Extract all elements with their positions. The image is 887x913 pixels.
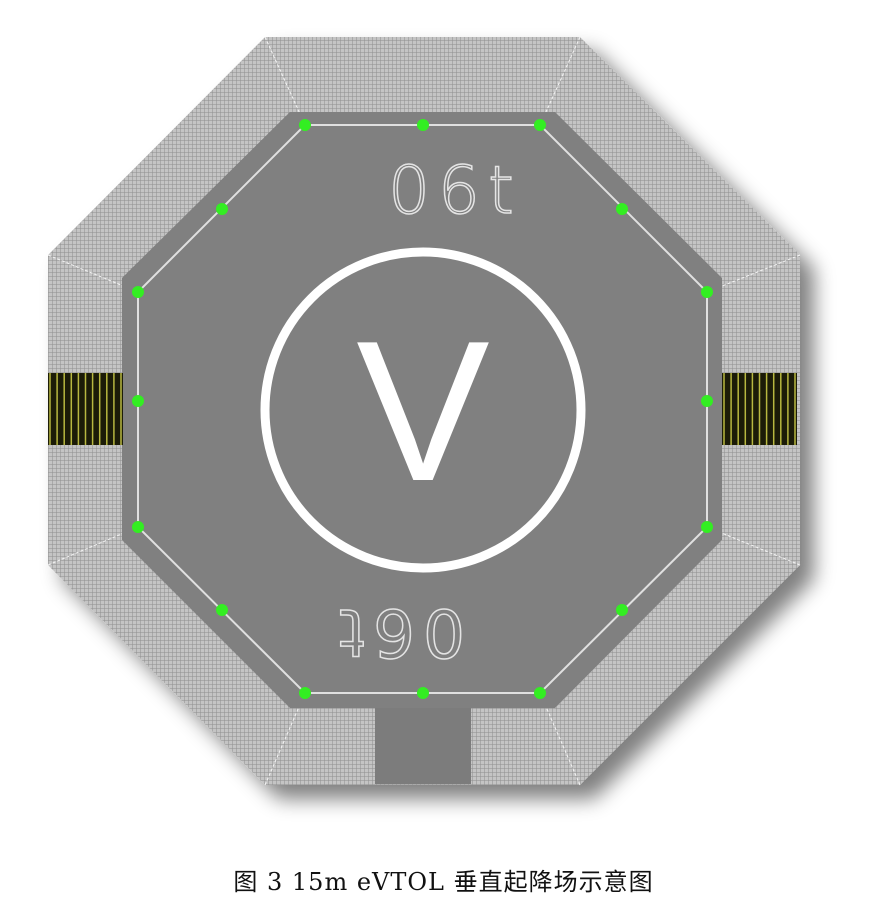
- edge-light: [132, 395, 144, 407]
- access-path: [375, 700, 471, 784]
- top-marking-text: 06t: [388, 152, 522, 229]
- edge-light: [701, 521, 713, 533]
- right-striped-marking: [722, 373, 797, 445]
- edge-light: [534, 687, 546, 699]
- edge-light: [216, 203, 228, 215]
- edge-light: [701, 286, 713, 298]
- left-striped-marking: [48, 373, 123, 445]
- edge-light: [417, 687, 429, 699]
- touchdown-circle: [260, 247, 586, 573]
- center-letter-v: V: [356, 300, 489, 523]
- edge-light: [299, 119, 311, 131]
- edge-light: [701, 395, 713, 407]
- edge-light: [132, 286, 144, 298]
- edge-light: [616, 203, 628, 215]
- edge-light: [216, 604, 228, 616]
- edge-light: [534, 119, 546, 131]
- edge-light: [616, 604, 628, 616]
- edge-light: [132, 521, 144, 533]
- bottom-marking-text: 06t: [331, 594, 465, 671]
- figure-caption: 图 3 15m eVTOL 垂直起降场示意图: [233, 868, 654, 896]
- edge-light: [299, 687, 311, 699]
- edge-light: [417, 119, 429, 131]
- landing-pad: [122, 112, 722, 708]
- edge-lights: [132, 119, 713, 699]
